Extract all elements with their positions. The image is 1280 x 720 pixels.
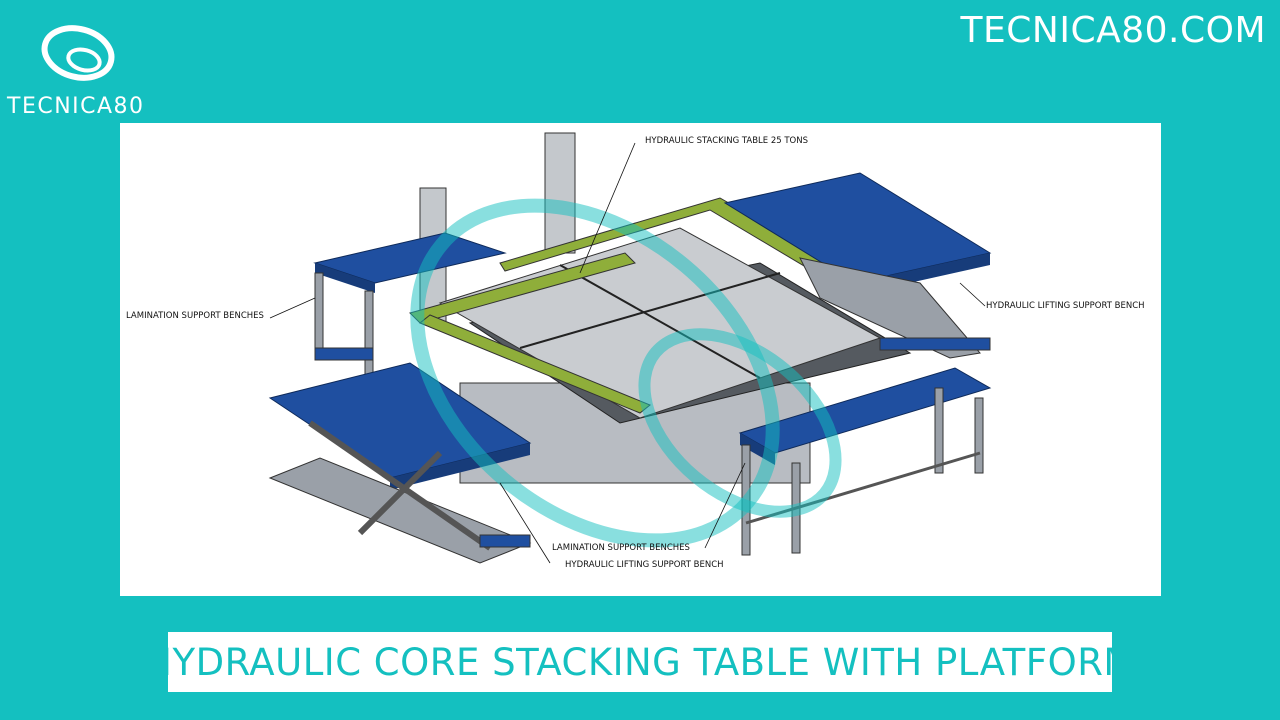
callout-lamination-benches-left: LAMINATION SUPPORT BENCHES <box>126 311 264 321</box>
leader-bottom-2 <box>499 482 551 564</box>
callout-lifting-bench-bottom: HYDRAULIC LIFTING SUPPORT BENCH <box>565 560 724 570</box>
caption-title: HYDRAULIC CORE STACKING TABLE WITH PLATF… <box>144 640 1136 684</box>
scissor-right <box>799 257 981 359</box>
column-back <box>544 132 576 254</box>
callout-lamination-benches-bottom: LAMINATION SUPPORT BENCHES <box>552 543 690 553</box>
bench-left-leg-2 <box>364 290 374 377</box>
bench-left-top <box>313 232 507 284</box>
callout-stacking-table: HYDRAULIC STACKING TABLE 25 TONS <box>645 136 809 146</box>
callout-lifting-bench-right: HYDRAULIC LIFTING SUPPORT BENCH <box>986 301 1145 311</box>
caption-banner: HYDRAULIC CORE STACKING TABLE WITH PLATF… <box>144 632 1135 692</box>
stacking-table-illustration <box>268 132 992 564</box>
site-url[interactable]: TECNICA80.COM <box>960 10 1266 51</box>
bench-front-right-leg-3 <box>934 387 944 474</box>
leader-right <box>959 282 986 307</box>
logo-text: TECNICA80 <box>7 94 145 119</box>
scissor-front-left-arm-2 <box>357 450 443 536</box>
bench-right-foot <box>879 337 991 351</box>
bench-left-leg-1 <box>314 272 324 359</box>
bench-left-side <box>315 263 375 293</box>
plate-divider-2 <box>519 272 781 349</box>
brand-logo: TECNICA80 <box>0 0 170 125</box>
bench-front-left-side <box>390 443 530 490</box>
plate-divider-1 <box>559 264 761 379</box>
bench-front-left-foot <box>479 534 531 548</box>
bench-front-right-leg-4 <box>974 397 984 474</box>
leader-left <box>269 297 316 319</box>
leader-bottom-1 <box>704 462 746 549</box>
technical-drawing: HYDRAULIC STACKING TABLE 25 TONS LAMINAT… <box>120 123 1161 596</box>
bench-left-foot <box>314 347 374 361</box>
logo-mark-icon <box>41 25 115 81</box>
scissor-front-left-arm-1 <box>308 420 492 551</box>
leader-top <box>579 142 636 274</box>
watermark-inner-ring <box>638 328 842 518</box>
